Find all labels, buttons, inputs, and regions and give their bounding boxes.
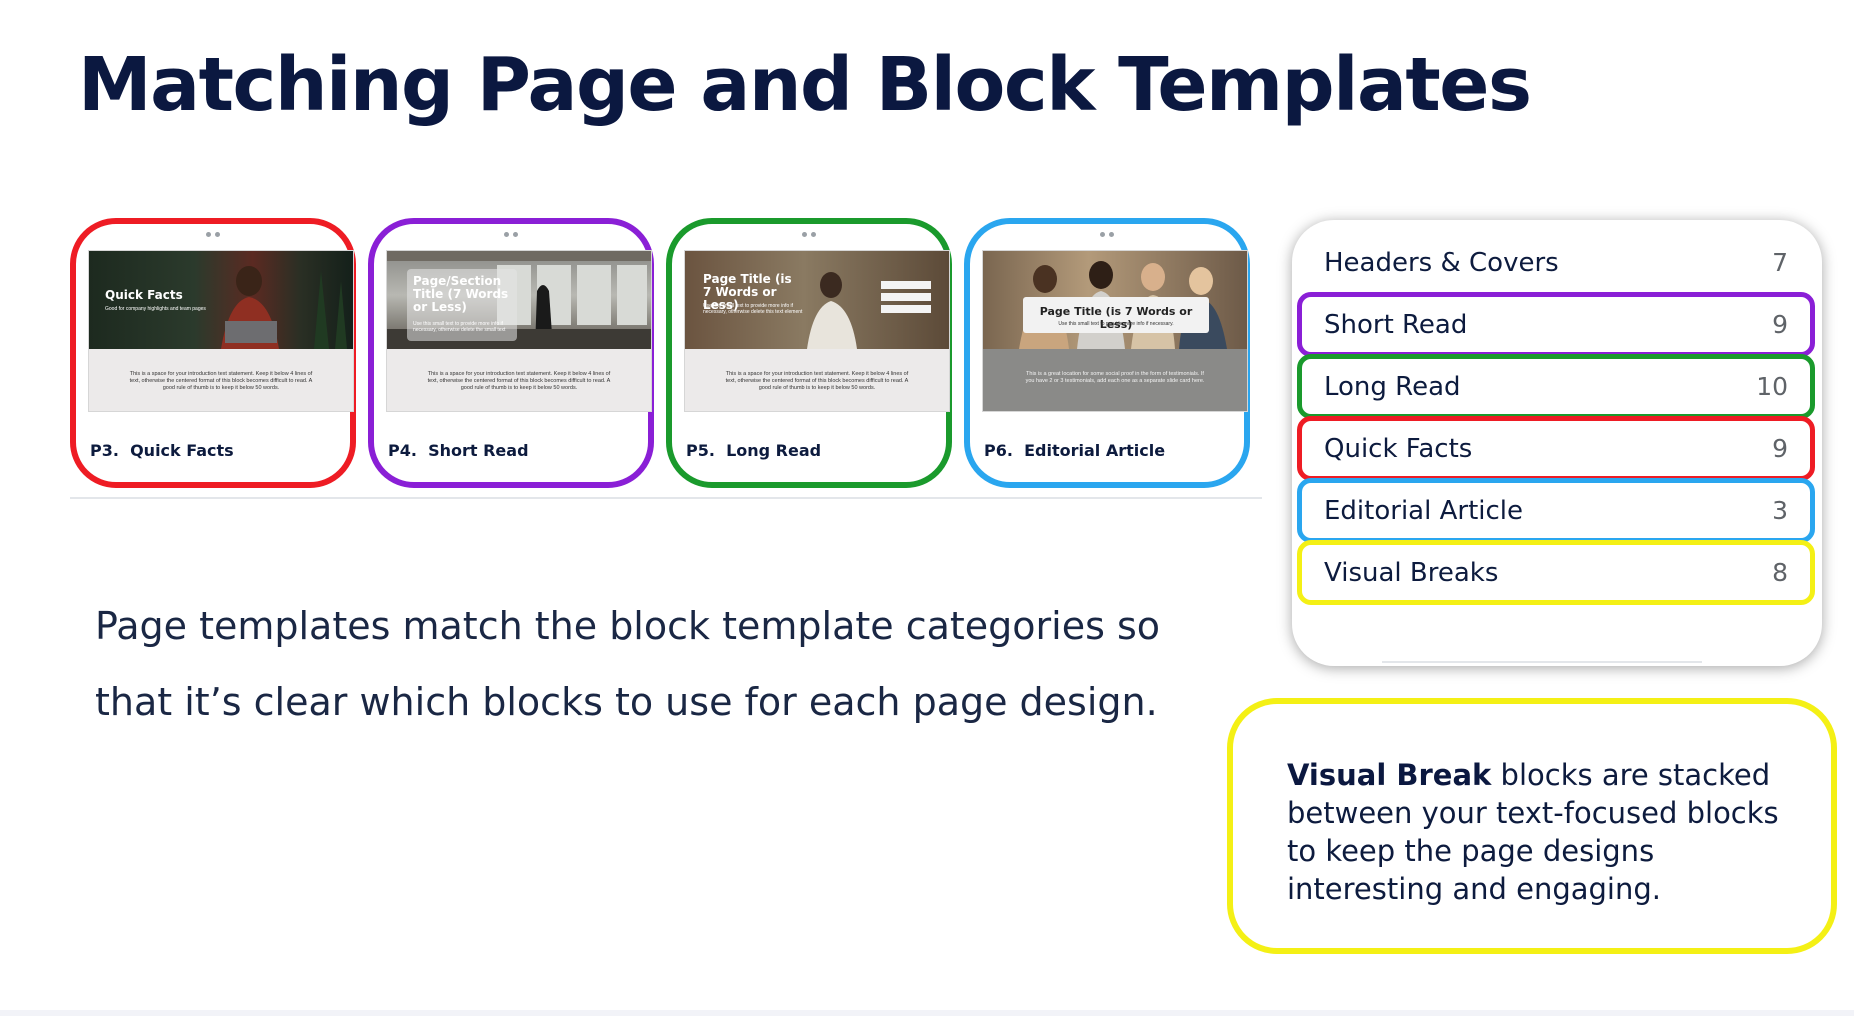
category-item-visual-breaks[interactable]: Visual Breaks 8 — [1297, 540, 1815, 605]
thumbnail-subtext: Use this small text to provide more info… — [413, 321, 506, 333]
thumbnail-body-text: This is a great location for some social… — [1025, 371, 1205, 384]
template-card-prefix: P3. — [90, 441, 119, 460]
thumbnail-body-text: This is a space for your introduction te… — [129, 371, 313, 391]
category-label: Quick Facts — [1324, 433, 1473, 464]
callout-bold-term: Visual Break — [1287, 758, 1492, 792]
drag-handle-icon[interactable] — [504, 232, 518, 237]
template-card-label: P5. Long Read — [686, 441, 821, 460]
callout-text: Visual Break blocks are stacked between … — [1287, 756, 1807, 908]
thumbnail-heading: Page/Section Title (7 Words or Less) — [413, 274, 509, 314]
category-count: 10 — [1756, 372, 1788, 401]
thumbnail-subtext: Use this small text to provide more info… — [703, 303, 803, 315]
panel-scroll-indicator — [1382, 661, 1702, 663]
block-category-panel: Headers & Covers 7 Short Read 9 Long Rea… — [1292, 220, 1822, 666]
drag-handle-icon[interactable] — [1100, 232, 1114, 237]
thumbnail-body-text: This is a space for your introduction te… — [725, 371, 909, 391]
drag-handle-icon[interactable] — [206, 232, 220, 237]
category-label: Headers & Covers — [1324, 247, 1559, 278]
thumbnail-hero-image — [89, 251, 353, 349]
template-thumbnail: Page Title (is 7 Words or Less) Use this… — [982, 250, 1248, 412]
thumbnail-hero-image — [685, 251, 949, 349]
template-card-prefix: P4. — [388, 441, 417, 460]
template-card-name: Short Read — [428, 441, 529, 460]
thumbnail-heading: Page Title (is 7 Words or Less) — [703, 272, 792, 312]
template-card-label: P4. Short Read — [388, 441, 529, 460]
category-item-editorial-article[interactable]: Editorial Article 3 — [1297, 478, 1815, 543]
template-card-name: Quick Facts — [130, 441, 234, 460]
template-card-short-read[interactable]: Page/Section Title (7 Words or Less) Use… — [368, 218, 654, 488]
category-item-quick-facts[interactable]: Quick Facts 9 — [1297, 416, 1815, 481]
category-label: Editorial Article — [1324, 495, 1523, 526]
category-count: 7 — [1772, 248, 1788, 277]
category-item-headers-covers[interactable]: Headers & Covers 7 — [1297, 230, 1815, 295]
template-card-name: Editorial Article — [1024, 441, 1166, 460]
thumbnail-heading: Quick Facts — [105, 288, 183, 302]
page-title: Matching Page and Block Templates — [78, 42, 1532, 128]
category-item-short-read[interactable]: Short Read 9 — [1297, 292, 1815, 357]
thumbnail-title-box — [1023, 297, 1209, 333]
category-label: Long Read — [1324, 371, 1461, 402]
template-card-long-read[interactable]: Page Title (is 7 Words or Less) Use this… — [666, 218, 952, 488]
thumbnail-heading: Page Title (is 7 Words or Less) — [1039, 305, 1193, 331]
category-count: 3 — [1772, 496, 1788, 525]
thumbnail-subtext: Good for company highlights and team pag… — [105, 306, 206, 312]
template-card-label: P6. Editorial Article — [984, 441, 1165, 460]
template-card-prefix: P5. — [686, 441, 715, 460]
category-count: 9 — [1772, 434, 1788, 463]
template-thumbnail: Quick Facts Good for company highlights … — [88, 250, 354, 412]
footer-strip — [0, 1010, 1854, 1016]
callout-body: blocks are stacked between your text-foc… — [1287, 758, 1779, 906]
template-card-quick-facts[interactable]: Quick Facts Good for company highlights … — [70, 218, 356, 488]
template-card-label: P3. Quick Facts — [90, 441, 234, 460]
template-thumbnail: Page Title (is 7 Words or Less) Use this… — [684, 250, 950, 412]
thumbnail-overlay-box — [407, 269, 517, 341]
page-template-list: Quick Facts Good for company highlights … — [70, 218, 1262, 501]
template-card-editorial-article[interactable]: Page Title (is 7 Words or Less) Use this… — [964, 218, 1250, 488]
description-text: Page templates match the block template … — [95, 604, 1161, 724]
person-photo-icon — [221, 266, 347, 349]
thumbnail-body-text: This is a space for your introduction te… — [427, 371, 611, 391]
category-label: Short Read — [1324, 309, 1468, 340]
drag-handle-icon[interactable] — [802, 232, 816, 237]
visual-break-callout: Visual Break blocks are stacked between … — [1227, 698, 1837, 954]
person-photo-icon — [807, 272, 931, 349]
template-thumbnail: Page/Section Title (7 Words or Less) Use… — [386, 250, 652, 412]
thumbnail-subtext: Use this small text to provide more info… — [1058, 321, 1174, 327]
category-count: 8 — [1772, 558, 1788, 587]
category-item-long-read[interactable]: Long Read 10 — [1297, 354, 1815, 419]
template-card-name: Long Read — [726, 441, 822, 460]
category-count: 9 — [1772, 310, 1788, 339]
category-label: Visual Breaks — [1324, 557, 1499, 588]
divider-line — [70, 497, 1262, 499]
template-card-prefix: P6. — [984, 441, 1013, 460]
